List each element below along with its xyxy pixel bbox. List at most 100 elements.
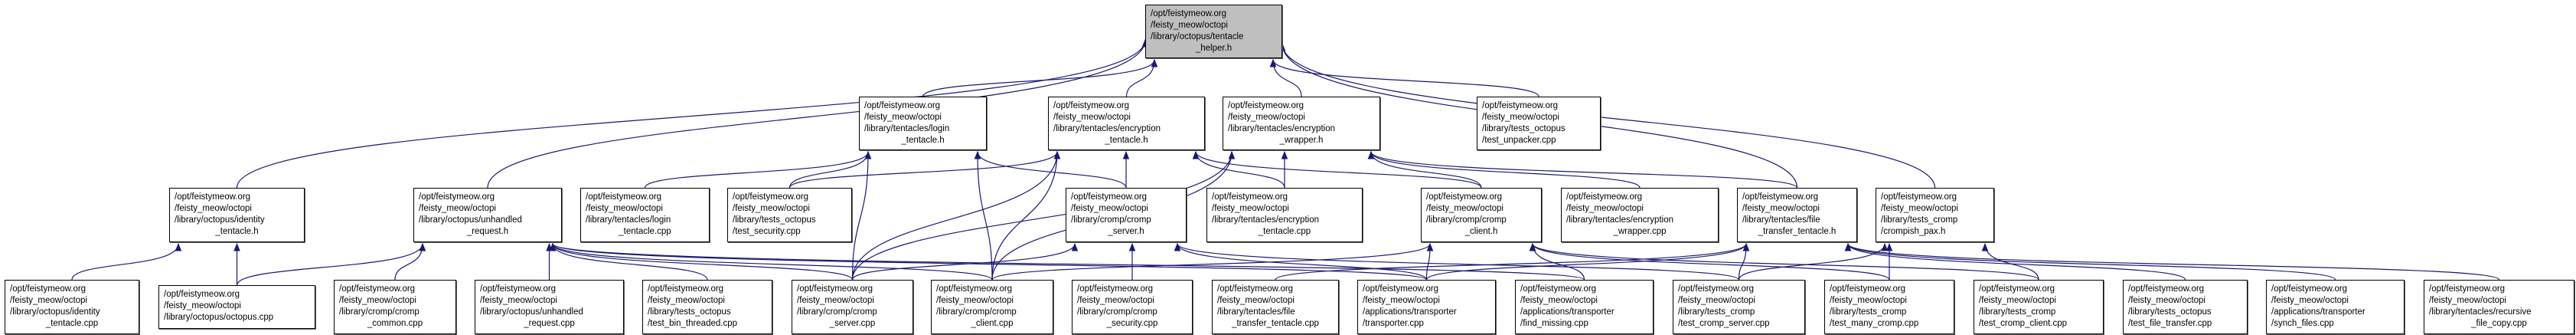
node-encwrap-h[interactable]: /opt/feistymeow.org/feisty_meow/octopi/l… (1223, 97, 1380, 150)
node-label-line: _common.cpp (367, 319, 423, 328)
node-label-line: /library/cromp/cromp (1426, 215, 1507, 225)
node-login-h[interactable]: /opt/feistymeow.org/feisty_meow/octopi/l… (859, 97, 987, 150)
node-cromp-client-h[interactable]: /opt/feistymeow.org/feisty_meow/octopi/l… (1421, 188, 1542, 242)
node-filetrans-cpp[interactable]: /opt/feistymeow.org/feisty_meow/octopi/l… (1212, 280, 1339, 334)
node-label-line: _tentacle.h (1105, 136, 1148, 145)
node-label-line: /feisty_meow/octopi (2271, 296, 2349, 305)
node-label-line: /library/tentacles/encryption (1228, 124, 1335, 133)
node-test-security[interactable]: /opt/feistymeow.org/feisty_meow/octopi/l… (727, 188, 852, 242)
node-synch-files[interactable]: /opt/feistymeow.org/feisty_meow/octopi/a… (2266, 280, 2405, 334)
node-label-line: /library/tentacles/file (1217, 307, 1295, 317)
node-identity-cpp[interactable]: /opt/feistymeow.org/feisty_meow/octopi/l… (5, 280, 139, 334)
node-transporter[interactable]: /opt/feistymeow.org/feisty_meow/octopi/a… (1357, 280, 1496, 334)
edge-login_cpp-to-login_h (644, 150, 872, 189)
node-label-line: /feisty_meow/octopi (1830, 296, 1907, 305)
node-label-line: /library/tests_cromp (1979, 307, 2056, 317)
edge-find_missing-to-unhandled_h (550, 242, 1585, 281)
node-label-line: /opt/feistymeow.org (1077, 284, 1154, 294)
node-label-line: /opt/feistymeow.org (2128, 284, 2205, 294)
node-cromp-common[interactable]: /opt/feistymeow.org/feisty_meow/octopi/l… (334, 280, 456, 334)
edge-cromp_client_cpp-to-cromp_client_h (991, 242, 1434, 281)
node-test-cromp-server[interactable]: /opt/feistymeow.org/feisty_meow/octopi/l… (1673, 280, 1805, 334)
node-label-line: /applications/transporter (1363, 307, 1457, 317)
node-label-line: /opt/feistymeow.org (175, 192, 251, 202)
node-label-line: /library/cromp/cromp (936, 307, 1017, 317)
node-test-cromp-client[interactable]: /opt/feistymeow.org/feisty_meow/octopi/l… (1974, 280, 2104, 334)
node-unhandled-cpp[interactable]: /opt/feistymeow.org/feisty_meow/octopi/l… (475, 280, 624, 334)
edge-test_unpacker-to-helper_h (1269, 58, 1539, 97)
edge-test_cromp_client-to-cromp_client_h (1529, 242, 2039, 281)
node-cromp-security[interactable]: /opt/feistymeow.org/feisty_meow/octopi/l… (1072, 280, 1193, 334)
node-label-line: /opt/feistymeow.org (2271, 284, 2348, 294)
node-label-line: /feisty_meow/octopi (1881, 204, 1958, 213)
edge-synch_files-to-filetrans_h (1844, 242, 2336, 281)
node-label-line: /test_many_cromp.cpp (1830, 319, 1919, 328)
node-label-line: _server.cpp (829, 319, 876, 328)
node-label-line: /test_bin_threaded.cpp (648, 319, 738, 328)
node-label-line: /opt/feistymeow.org (936, 284, 1013, 294)
edge-test_bin_threaded-to-unhandled_h (549, 242, 708, 281)
node-label-line: /library/cromp/cromp (797, 307, 877, 317)
node-cromp-server-cpp[interactable]: /opt/feistymeow.org/feisty_meow/octopi/l… (792, 280, 913, 334)
edge-enctent_h-to-helper_h (1125, 58, 1158, 97)
node-label-line: /applications/transporter (2271, 307, 2365, 317)
edge-cromp_server_cpp-to-enctent_h (851, 150, 1061, 281)
node-label-line: _transfer_tentacle.cpp (1232, 319, 1319, 328)
node-identity-h[interactable]: /opt/feistymeow.org/feisty_meow/octopi/l… (169, 188, 305, 242)
node-label-line: /opt/feistymeow.org (2429, 284, 2506, 294)
edge-identity_h-to-helper_h (236, 38, 1149, 189)
node-label-line: _wrapper.h (1279, 136, 1324, 145)
node-test-unpacker[interactable]: /opt/feistymeow.org/feisty_meow/octopi/l… (1477, 97, 1601, 150)
node-label-line: /feisty_meow/octopi (864, 113, 942, 122)
node-label-line: /library/tests_cromp (1881, 215, 1958, 225)
node-label-line: /opt/feistymeow.org (1212, 192, 1288, 202)
node-label-line: _server.h (1108, 227, 1144, 236)
node-label-line: /feisty_meow/octopi (1151, 21, 1228, 30)
edge-transporter-to-cromp_server_h (1174, 242, 1428, 281)
node-crompish-pax[interactable]: /opt/feistymeow.org/feisty_meow/octopi/l… (1876, 188, 1994, 242)
node-label-line: /feisty_meow/octopi (164, 301, 241, 310)
node-label-line: /applications/transporter (1520, 307, 1614, 317)
node-label-line: /feisty_meow/octopi (1212, 204, 1289, 213)
node-test-file-transfer[interactable]: /opt/feistymeow.org/feisty_meow/octopi/l… (2123, 280, 2248, 334)
node-label-line: /library/tests_cromp (1678, 307, 1755, 317)
node-filetrans-h[interactable]: /opt/feistymeow.org/feisty_meow/octopi/l… (1737, 188, 1857, 242)
node-login-cpp[interactable]: /opt/feistymeow.org/feisty_meow/octopi/l… (580, 188, 710, 242)
node-label-line: /opt/feistymeow.org (1830, 284, 1906, 294)
node-cromp-server-h[interactable]: /opt/feistymeow.org/feisty_meow/octopi/l… (1066, 188, 1187, 242)
node-label-line: /opt/feistymeow.org (1363, 284, 1439, 294)
edge-test_security-to-enctent_h (788, 150, 1061, 189)
node-label-line: /find_missing.cpp (1520, 319, 1588, 328)
node-label-line: /library/octopus/identity (175, 215, 265, 225)
node-recursive-copy[interactable]: /opt/feistymeow.org/feisty_meow/octopi/l… (2424, 280, 2574, 334)
node-find-missing[interactable]: /opt/feistymeow.org/feisty_meow/octopi/a… (1515, 280, 1654, 334)
edge-cromp_server_cpp-to-encwrap_h (851, 150, 1236, 281)
node-label-line: /opt/feistymeow.org (1482, 101, 1559, 110)
node-enctent-h[interactable]: /opt/feistymeow.org/feisty_meow/octopi/l… (1048, 97, 1205, 150)
edge-cromp_client_cpp-to-unhandled_h (549, 242, 993, 281)
node-label-line: /feisty_meow/octopi (1217, 296, 1295, 305)
node-unhandled-h[interactable]: /opt/feistymeow.org/feisty_meow/octopi/l… (413, 188, 562, 242)
edge-cromp_server_cpp-to-login_h (851, 150, 872, 281)
node-label-line: _request.h (466, 227, 509, 236)
node-label-line: /feisty_meow/octopi (733, 204, 810, 213)
edge-transporter-to-cromp_client_h (1425, 242, 1434, 281)
edge-crompish_pax-to-helper_h (1278, 42, 1936, 189)
node-cromp-client-cpp[interactable]: /opt/feistymeow.org/feisty_meow/octopi/l… (931, 280, 1053, 334)
node-label-line: /opt/feistymeow.org (797, 284, 873, 294)
edge-enctent_cpp-to-enctent_h (1192, 150, 1285, 189)
node-enctent-cpp[interactable]: /opt/feistymeow.org/feisty_meow/octopi/l… (1206, 188, 1363, 242)
node-octopus-cpp[interactable]: /opt/feistymeow.org/feisty_meow/octopi/l… (158, 285, 315, 329)
node-label-line: /test_security.cpp (733, 227, 801, 236)
node-test-many-cromp[interactable]: /opt/feistymeow.org/feisty_meow/octopi/l… (1824, 280, 1954, 334)
node-label-line: /library/tests_cromp (1830, 307, 1907, 317)
node-label-line: /opt/feistymeow.org (1979, 284, 2055, 294)
edge-cromp_client_h-to-enctent_h (1192, 150, 1482, 189)
node-label-line: /library/tests_octopus (2128, 307, 2212, 317)
edge-test_security-to-login_h (788, 150, 872, 189)
edge-login_h-to-helper_h (922, 58, 1158, 97)
node-encwrap-cpp[interactable]: /opt/feistymeow.org/feisty_meow/octopi/l… (1561, 188, 1719, 242)
node-label-line: /opt/feistymeow.org (164, 290, 240, 299)
node-test-bin-threaded[interactable]: /opt/feistymeow.org/feisty_meow/octopi/l… (642, 280, 772, 334)
